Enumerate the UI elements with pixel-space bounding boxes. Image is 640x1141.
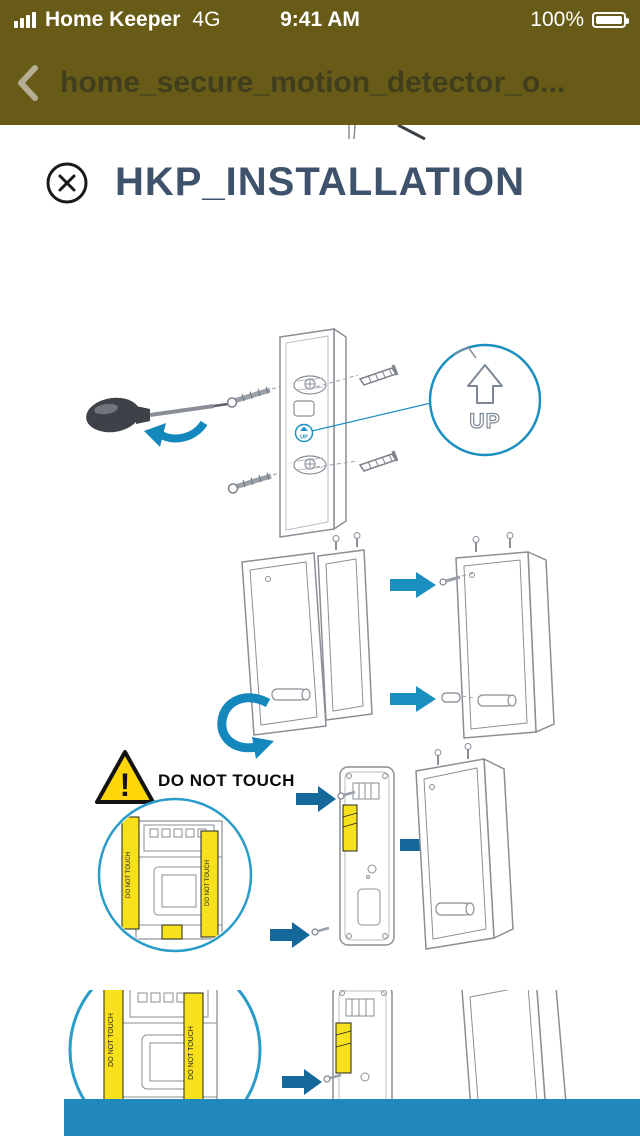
- up-badge-icon: UP: [294, 423, 314, 443]
- warning-triangle-icon: !: [95, 750, 155, 804]
- screw-top: [226, 382, 291, 408]
- battery-percent-label: 100%: [530, 8, 584, 31]
- document-title: home_secure_motion_detector_o...: [60, 65, 566, 99]
- mount-box: [455, 532, 555, 739]
- up-arrow-icon: [467, 364, 503, 404]
- backdrop-sensor-backplate: [332, 984, 393, 1118]
- detail-callout: DO NOT TOUCH DO NOT TOUCH: [97, 797, 253, 953]
- page-footer-band: [64, 1099, 640, 1136]
- screwdriver: [86, 397, 229, 433]
- carrier-label: Home Keeper: [45, 8, 181, 31]
- wall-anchor-bottom: [358, 450, 399, 472]
- backdrop-arrow-screw: [282, 1069, 342, 1095]
- plate-up-label: UP: [300, 435, 308, 441]
- nav-bar: home_secure_motion_detector_o...: [0, 40, 640, 125]
- tape-text: DO NOT TOUCH: [108, 1013, 115, 1067]
- close-icon: [46, 162, 88, 204]
- modal-title: HKP_INSTALLATION: [114, 160, 526, 204]
- arrow-screw-c: [270, 922, 330, 948]
- signal-strength-icon: [14, 12, 36, 28]
- back-chevron-icon[interactable]: [16, 63, 40, 103]
- status-bar: Home Keeper 4G 9:41 AM 100%: [0, 0, 640, 40]
- callout-up-label: UP: [469, 410, 500, 433]
- backdrop-diagram: DO NOT TOUCH DO NOT TOUCH: [64, 123, 640, 1141]
- wall-anchor-top: [358, 364, 399, 386]
- battery-icon: [592, 12, 629, 28]
- up-callout: UP: [311, 343, 542, 457]
- bracket-housing-exploded: [241, 532, 373, 736]
- tape-text: DO NOT TOUCH: [126, 852, 132, 898]
- tape-text: DO NOT TOUCH: [188, 1026, 195, 1080]
- mount-box-2: [415, 743, 514, 950]
- mounting-plate: UP: [279, 327, 347, 538]
- installation-diagram: UP UP: [86, 327, 555, 953]
- rotate-arrow-icon: [144, 420, 208, 447]
- modal-header: HKP_INSTALLATION: [16, 140, 624, 225]
- network-type-label: 4G: [192, 8, 221, 31]
- page-top-sliver: [348, 123, 426, 141]
- arrow-screw-bottom: [390, 686, 475, 712]
- installation-viewer-modal: HKP_INSTALLATION: [16, 140, 624, 990]
- sensor-backplate: [339, 766, 395, 946]
- rotate-arrow-2-icon: [217, 693, 274, 759]
- arrow-screw-a: [296, 786, 356, 812]
- warning-exclamation: !: [120, 767, 131, 803]
- warning-label: DO NOT TOUCH: [158, 771, 295, 790]
- arrow-screw-top: [390, 572, 475, 598]
- close-button[interactable]: [44, 160, 90, 206]
- tape-text: DO NOT TOUCH: [205, 860, 211, 906]
